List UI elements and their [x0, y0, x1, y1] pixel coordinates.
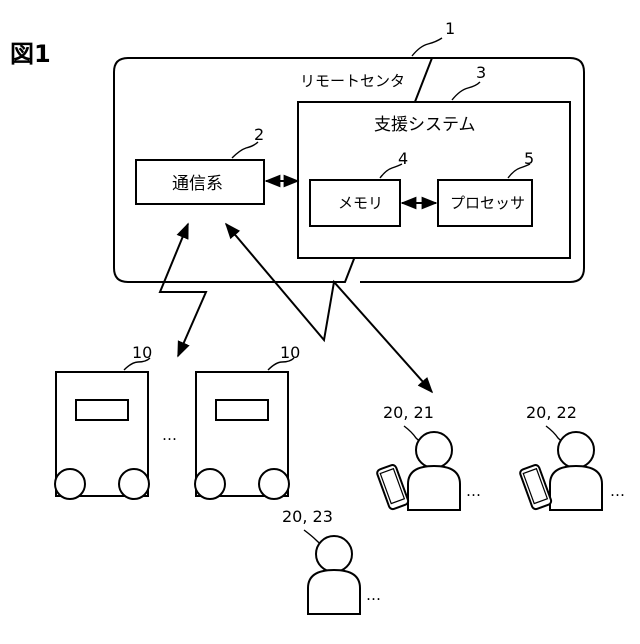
robot-2-wheel-right	[259, 469, 289, 499]
robot-2-wheel-left	[195, 469, 225, 499]
remote-center-leader	[412, 38, 442, 56]
communication-ref: 2	[254, 125, 264, 144]
user-23-head	[316, 536, 352, 572]
processor-label: プロセッサ	[450, 194, 525, 212]
robot-ellipsis: …	[162, 426, 177, 444]
user-21: 20, 21 …	[376, 403, 481, 510]
user-21-head	[416, 432, 452, 468]
user-22-ref: 20, 22	[526, 403, 577, 422]
communication-leader	[232, 142, 258, 158]
user-23-ref: 20, 23	[282, 507, 333, 526]
remote-center-label: リモートセンタ	[300, 72, 405, 90]
user-23-ellipsis: …	[366, 586, 381, 604]
user-21-ellipsis: …	[466, 482, 481, 500]
support-system-label: 支援システム	[374, 115, 476, 135]
robot-1-wheel-right	[119, 469, 149, 499]
user-22-smartphone-icon	[519, 464, 552, 510]
user-22-head	[558, 432, 594, 468]
robot-1-display	[76, 400, 128, 420]
robot-2-ref: 10	[280, 343, 300, 362]
memory-label: メモリ	[338, 194, 383, 212]
communication-label: 通信系	[172, 174, 223, 194]
user-21-smartphone-icon	[376, 464, 409, 510]
robot-2: 10	[195, 343, 300, 499]
robot-1: 10	[55, 343, 152, 499]
support-system-leader	[452, 82, 480, 100]
robot-wireless-link	[160, 224, 206, 356]
remote-center-ref: 1	[445, 19, 455, 38]
user-21-body	[408, 466, 460, 510]
robot-1-wheel-left	[55, 469, 85, 499]
user-23-body	[308, 570, 360, 614]
support-system-ref: 3	[476, 63, 486, 82]
user-21-ref: 20, 21	[383, 403, 434, 422]
user-22-body	[550, 466, 602, 510]
robot-2-display	[216, 400, 268, 420]
user-23: 20, 23 …	[282, 507, 381, 614]
user-22-ellipsis: …	[610, 482, 625, 500]
figure-label: 図1	[10, 40, 51, 68]
user-22: 20, 22 …	[519, 403, 625, 510]
